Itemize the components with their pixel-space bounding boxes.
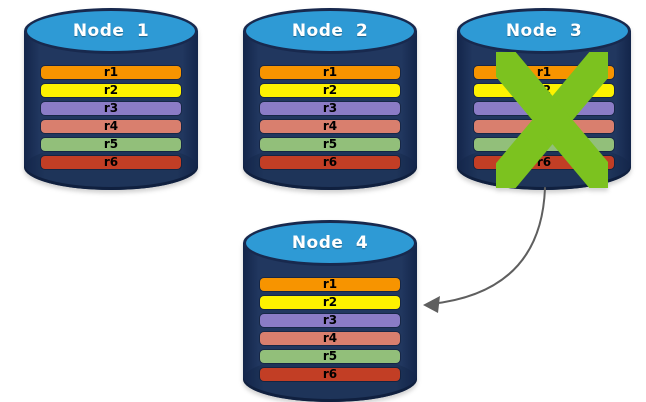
failover-arrowhead-icon [423, 296, 440, 313]
record-r6: r6 [260, 156, 400, 169]
record-r6: r6 [41, 156, 181, 169]
record-r5: r5 [260, 350, 400, 363]
failover-arrow-curve [430, 187, 546, 305]
record-r5: r5 [260, 138, 400, 151]
record-r1: r1 [260, 278, 400, 291]
record-r1: r1 [41, 66, 181, 79]
node-4-records: r1 r2 r3 r4 r5 r6 [260, 278, 400, 381]
node-2-cylinder-top: Node 2 [243, 8, 417, 54]
record-r5: r5 [41, 138, 181, 151]
node-4-label: Node 4 [291, 233, 369, 253]
record-r2: r2 [260, 296, 400, 309]
node-4: r1 r2 r3 r4 r5 r6 Node 4 [243, 220, 417, 402]
node-1-label: Node 1 [72, 21, 150, 41]
node-2: r1 r2 r3 r4 r5 r6 Node 2 [243, 8, 417, 190]
node-1-records: r1 r2 r3 r4 r5 r6 [41, 66, 181, 169]
node-1: r1 r2 r3 r4 r5 r6 Node 1 [24, 8, 198, 190]
node-2-records: r1 r2 r3 r4 r5 r6 [260, 66, 400, 169]
node-4-cylinder-top: Node 4 [243, 220, 417, 266]
failure-x-icon [496, 52, 608, 188]
record-r4: r4 [260, 120, 400, 133]
node-3-label: Node 3 [505, 21, 583, 41]
record-r4: r4 [41, 120, 181, 133]
record-r3: r3 [41, 102, 181, 115]
record-r2: r2 [260, 84, 400, 97]
node-3: r1 r2 r3 r4 r5 r6 Node 3 [457, 8, 631, 190]
record-r4: r4 [260, 332, 400, 345]
node-2-label: Node 2 [291, 21, 369, 41]
node-1-cylinder-top: Node 1 [24, 8, 198, 54]
node-3-cylinder-top: Node 3 [457, 8, 631, 54]
record-r2: r2 [41, 84, 181, 97]
record-r6: r6 [260, 368, 400, 381]
record-r1: r1 [260, 66, 400, 79]
record-r3: r3 [260, 102, 400, 115]
record-r3: r3 [260, 314, 400, 327]
